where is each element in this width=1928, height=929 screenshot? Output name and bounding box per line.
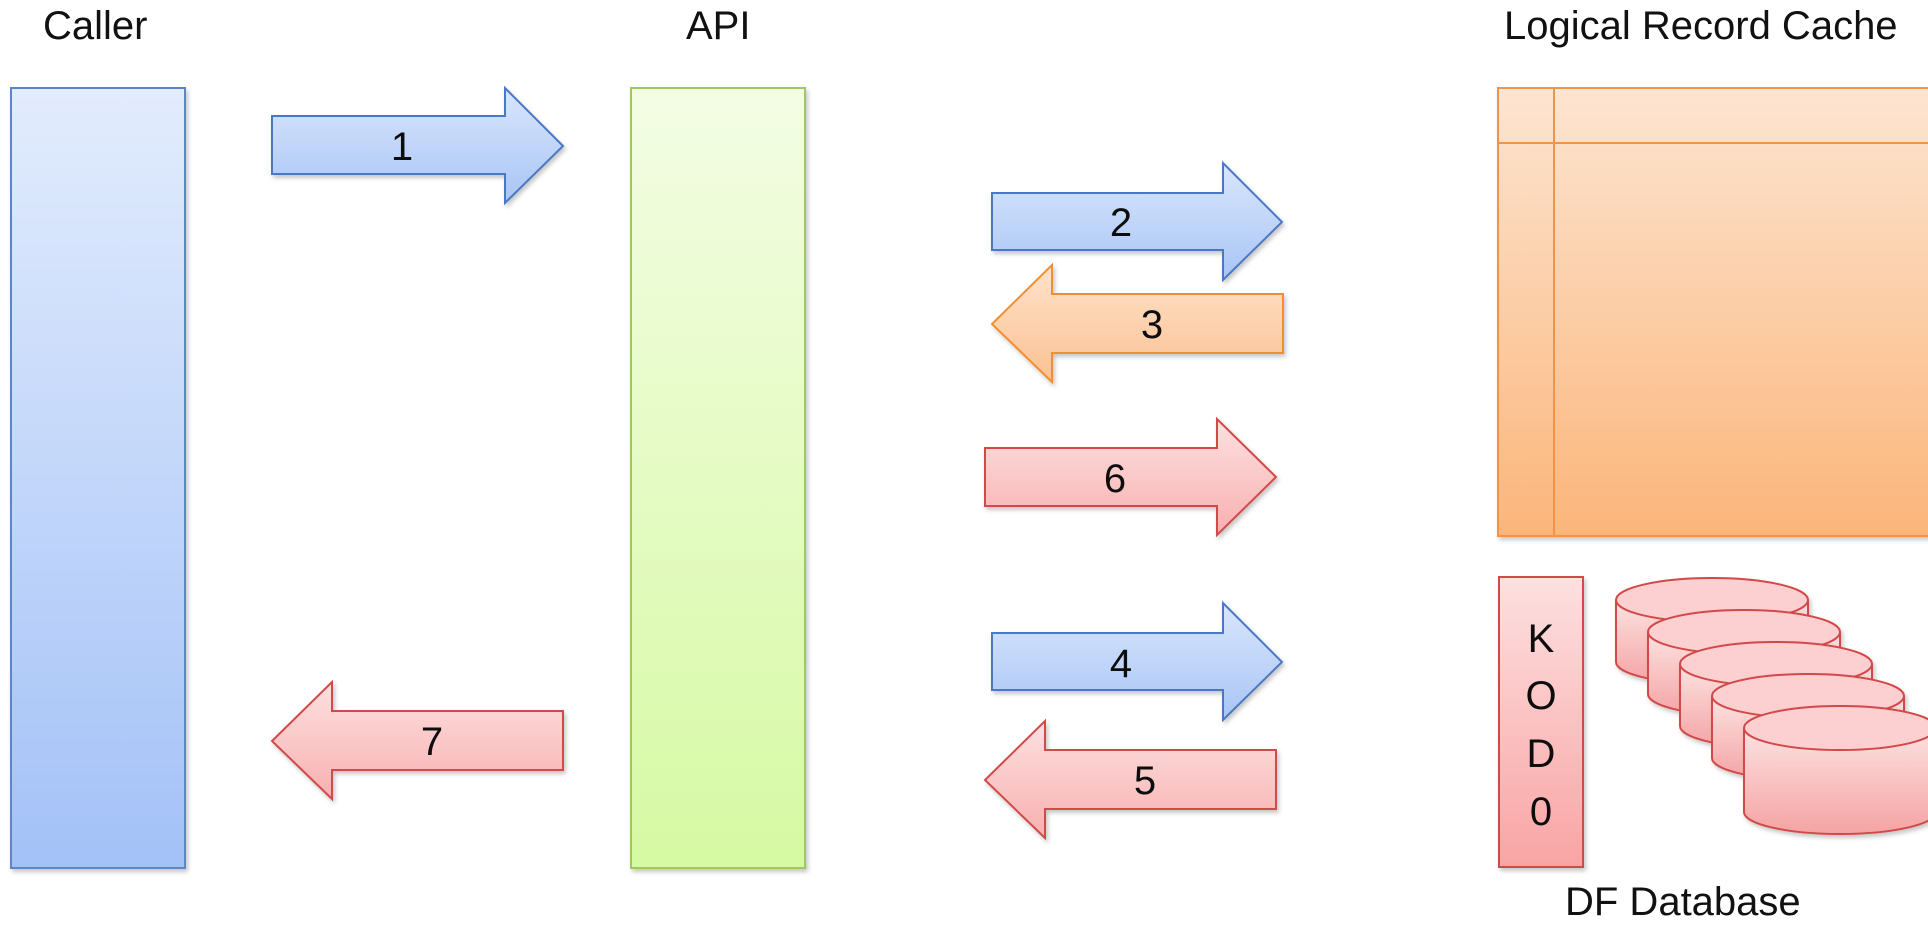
arrow-5-label: 5 (1134, 759, 1156, 803)
api-title: API (686, 4, 751, 48)
arrow-2: 2 (991, 160, 1284, 283)
arrow-3: 3 (990, 262, 1284, 385)
arrow-4: 4 (991, 600, 1284, 723)
arrow-3-label: 3 (1141, 303, 1163, 347)
arrow-6: 6 (984, 416, 1278, 538)
arrow-6-label: 6 (1104, 457, 1126, 501)
arrow-4-label: 4 (1110, 642, 1132, 686)
kodo-letter-d: D (1527, 732, 1556, 776)
database-disk-5 (1743, 705, 1928, 835)
api-bar (630, 87, 806, 869)
arrow-2-label: 2 (1110, 201, 1132, 245)
caller-bar (10, 87, 186, 869)
caller-title: Caller (43, 4, 148, 48)
arrow-5: 5 (983, 718, 1277, 841)
cache-title: Logical Record Cache (1504, 4, 1898, 48)
kodo-letter-k: K (1528, 617, 1555, 661)
arrow-7-label: 7 (421, 720, 443, 764)
arrow-1-label: 1 (391, 125, 413, 169)
database-label: DF Database (1565, 880, 1801, 924)
arrow-1: 1 (271, 85, 565, 206)
arrow-7: 7 (270, 679, 564, 802)
kodo-letter-0: 0 (1530, 790, 1552, 834)
kodo-letter-o: O (1525, 674, 1556, 718)
logical-record-cache-table (1497, 87, 1928, 537)
kodo-box: K O D 0 (1498, 576, 1584, 868)
